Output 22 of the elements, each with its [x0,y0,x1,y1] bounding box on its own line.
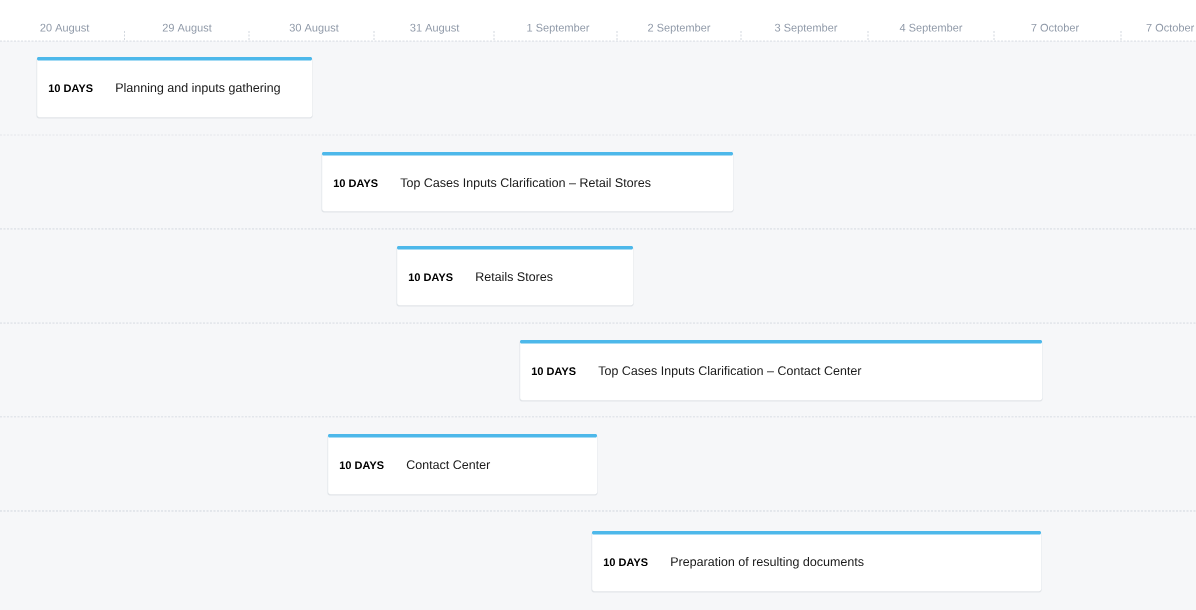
task-name: Top Cases Inputs Clarification – Retail Stores [400,177,651,190]
task-name: Contact Center [406,460,491,470]
date-label: 7 October [1031,23,1079,32]
duration-label: 10 DAYS [603,558,648,567]
date-label: 30 August [289,23,339,34]
date-label: 29 August [162,23,212,34]
task-name: Planning and inputs gathering [116,82,280,95]
duration-label: 10 DAYS [333,179,378,188]
task-name: Preparation of resulting documents [671,556,864,569]
duration-label: 10 DAYS [339,461,384,470]
date-label: 7 October [1146,23,1195,32]
date-label: 3 September [774,23,838,34]
date-label: 4 September [899,23,963,34]
date-label: 20 August [40,23,90,34]
task-name: Retails Stores [476,271,553,282]
duration-label: 10 DAYS [48,84,93,93]
duration-label: 10 DAYS [531,367,576,376]
date-label: 2 September [648,23,711,34]
date-label: 1 September [527,23,590,34]
task-name: Top Cases Inputs Clarification – Contact Center [598,365,862,378]
duration-label: 10 DAYS [408,273,453,282]
date-label: 31 August [410,23,460,34]
